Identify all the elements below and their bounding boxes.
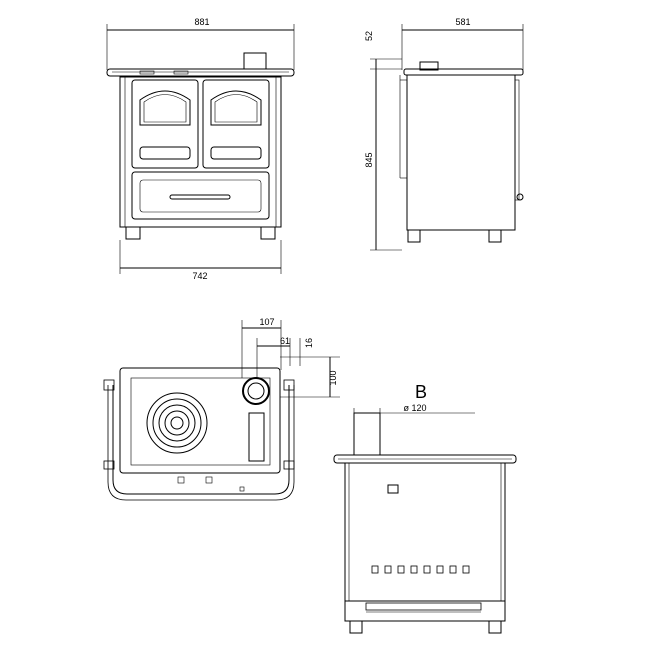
dimension-height: 845 xyxy=(364,152,374,167)
top-view: 107 61 16 100 xyxy=(103,317,340,501)
front-foot-left xyxy=(125,226,141,240)
left-door xyxy=(131,79,199,169)
right-door-window xyxy=(210,90,262,126)
dimension-flue-x: 107 xyxy=(259,317,274,327)
right-door xyxy=(202,79,270,169)
view-label-b: B xyxy=(415,382,427,402)
rear-foot-left xyxy=(349,620,363,634)
dimension-width-top: 881 xyxy=(194,17,209,27)
flue-collar xyxy=(242,377,270,405)
dimension-flue-offset: 61 xyxy=(280,336,290,346)
front-view: 881 742 xyxy=(106,17,295,281)
right-door-vent xyxy=(210,146,262,160)
rear-foot-right xyxy=(488,620,502,634)
dimension-depth: 581 xyxy=(455,17,470,27)
side-body xyxy=(406,74,516,231)
dimension-width-bottom: 742 xyxy=(192,271,207,281)
dimension-top-height: 52 xyxy=(364,31,374,41)
side-foot-left xyxy=(407,229,421,243)
rear-flue-pipe xyxy=(353,412,381,456)
rear-connector xyxy=(387,484,399,494)
top-lid xyxy=(248,412,265,462)
dimension-flue-diameter: ø 120 xyxy=(403,403,426,413)
drawer-handle xyxy=(169,194,231,200)
dimension-flue-depth: 100 xyxy=(328,370,338,385)
left-door-window xyxy=(139,90,191,126)
hotplate-rings xyxy=(146,392,208,454)
side-knob xyxy=(516,193,524,201)
top-rail xyxy=(112,385,290,495)
side-foot-right xyxy=(488,229,502,243)
stove-body xyxy=(119,76,282,228)
flue-pipe xyxy=(243,52,267,70)
rear-base xyxy=(344,600,506,622)
dimension-flue-edge: 16 xyxy=(304,338,314,348)
front-foot-right xyxy=(260,226,276,240)
rear-body xyxy=(344,462,506,602)
side-flue xyxy=(419,61,439,71)
left-door-vent xyxy=(139,146,191,160)
top-plate xyxy=(119,367,281,474)
drawer xyxy=(131,171,270,220)
side-view: 581 52 845 xyxy=(364,17,524,251)
cooktop xyxy=(106,68,295,77)
rear-vent-slots xyxy=(371,565,470,574)
rear-view: B ø 120 xyxy=(333,382,517,634)
